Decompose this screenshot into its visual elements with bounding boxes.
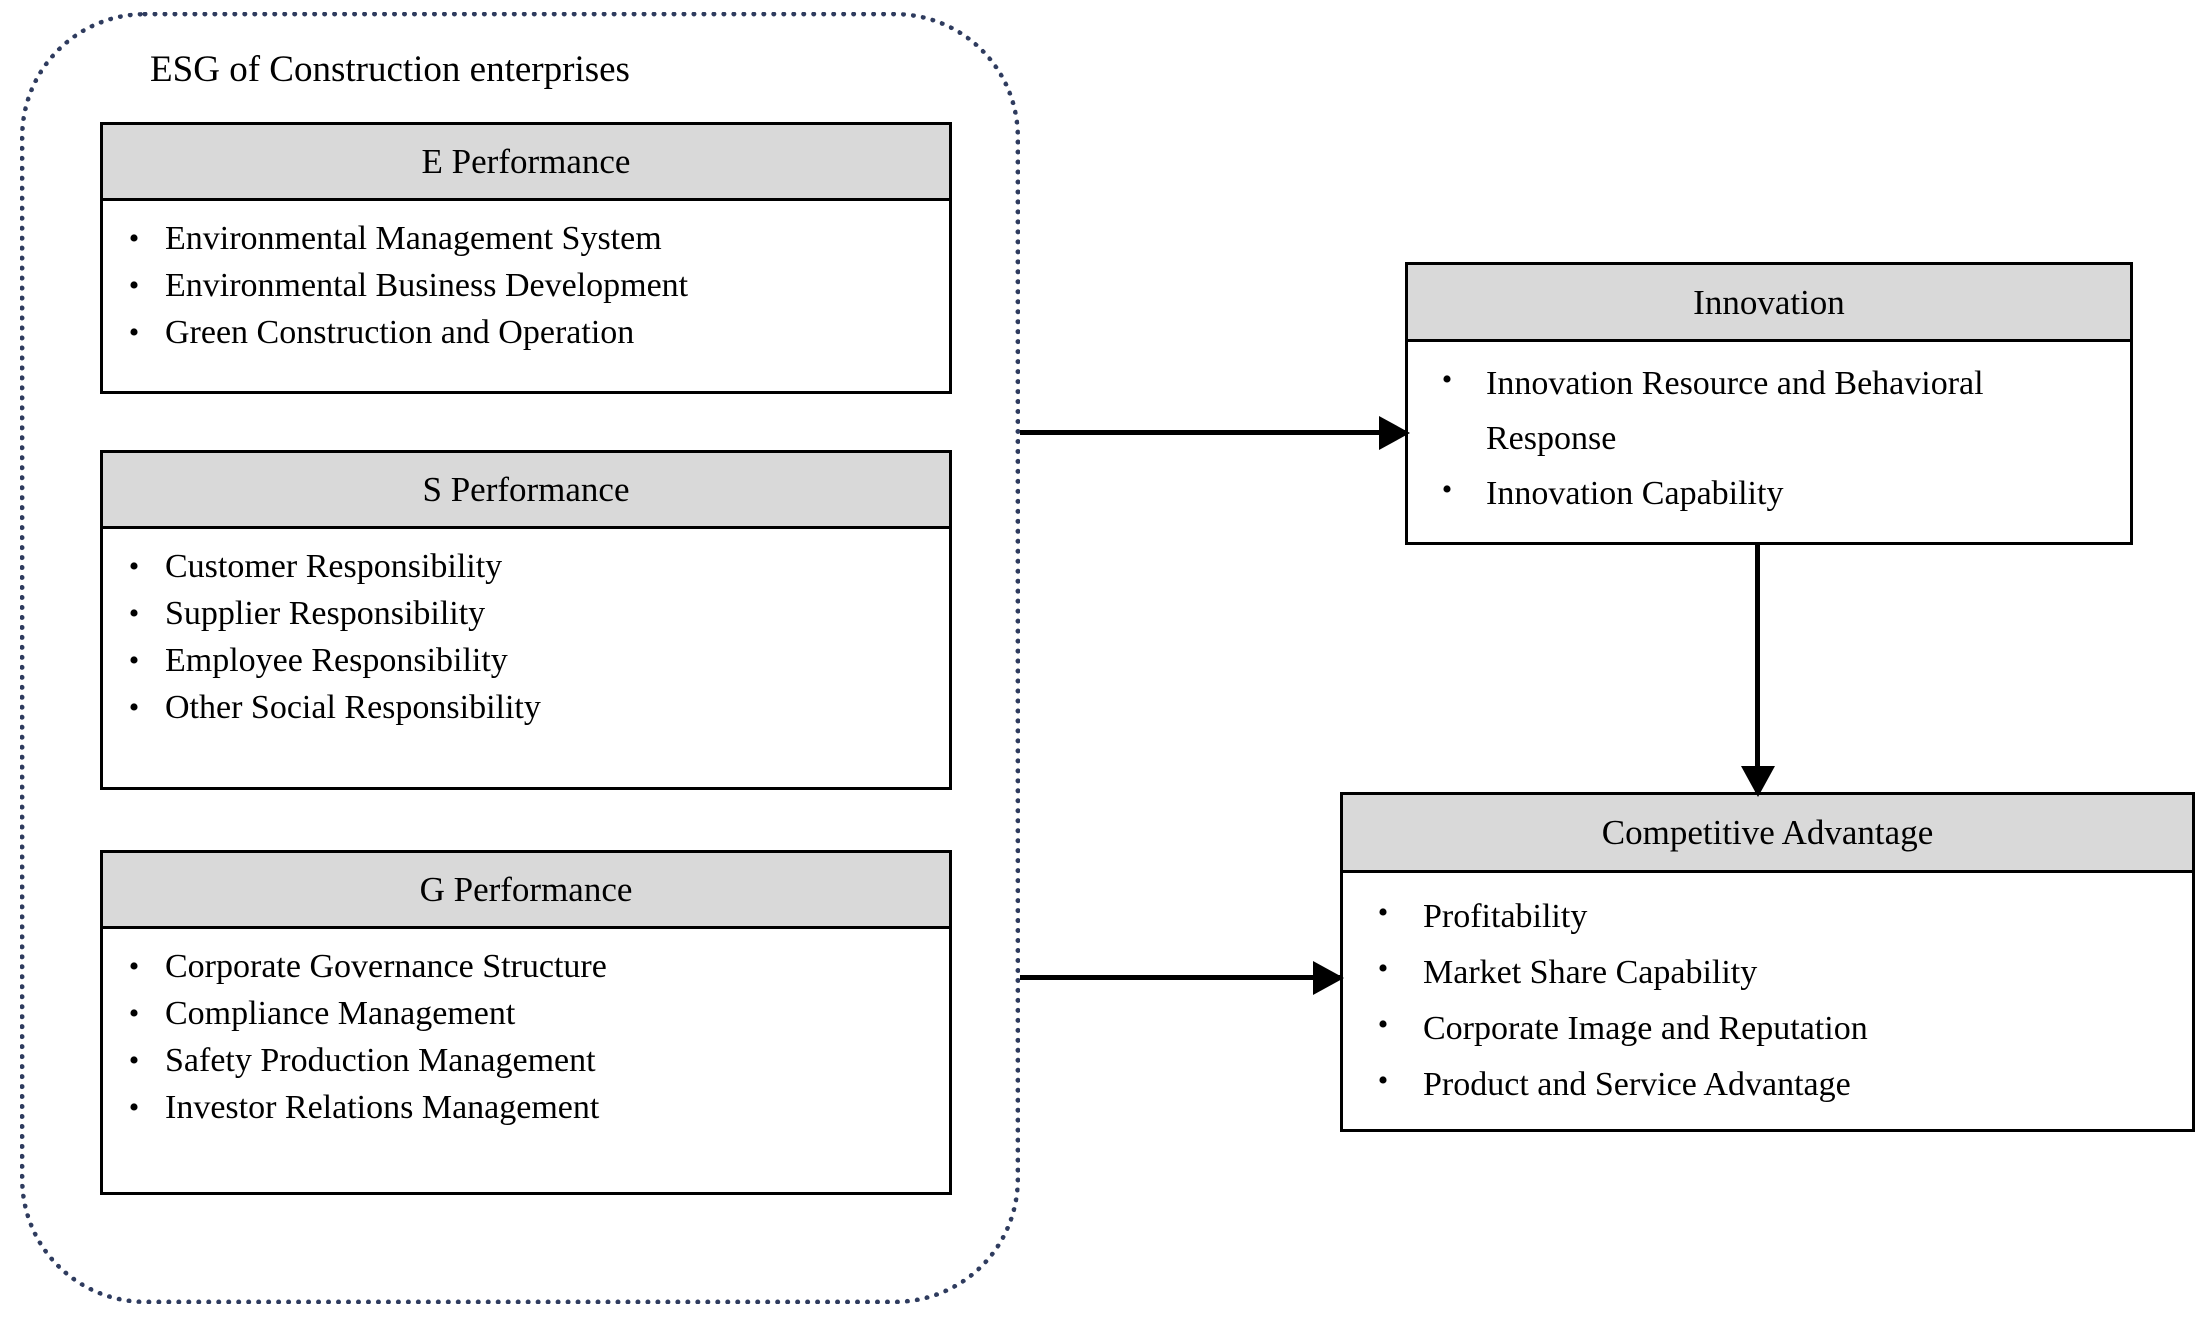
panel-g-performance-title: G Performance <box>103 853 949 929</box>
list-item: • Supplier Responsibility <box>103 590 949 637</box>
list-item-label: Innovation Capability <box>1486 475 1784 512</box>
bullet-icon: • <box>1441 363 1453 396</box>
list-item-label: Corporate Governance Structure <box>165 948 607 985</box>
panel-competitive-advantage: Competitive Advantage • Profitability • … <box>1340 792 2195 1132</box>
list-item-label: Supplier Responsibility <box>165 595 486 632</box>
bullet-icon: • <box>128 597 140 630</box>
bullet-icon: • <box>128 269 140 302</box>
bullet-icon: • <box>128 1091 140 1124</box>
panel-competitive-advantage-title: Competitive Advantage <box>1343 795 2192 873</box>
list-item: • Compliance Management <box>103 990 949 1037</box>
bullet-icon: • <box>128 691 140 724</box>
list-item: • Other Social Responsibility <box>103 684 949 731</box>
panel-e-performance: E Performance • Environmental Management… <box>100 122 952 394</box>
list-item: • Safety Production Management <box>103 1037 949 1084</box>
list-item-label: Employee Responsibility <box>165 642 508 679</box>
panel-innovation-body: • Innovation Resource and Behavioral Res… <box>1408 342 2130 535</box>
list-item-label: Customer Responsibility <box>165 548 503 585</box>
list-item: • Environmental Management System <box>103 215 949 262</box>
list-item-label: Environmental Management System <box>165 220 662 257</box>
panel-g-performance: G Performance • Corporate Governance Str… <box>100 850 952 1195</box>
bullet-icon: • <box>1377 1064 1389 1097</box>
bullet-icon: • <box>128 997 140 1030</box>
list-item: • Customer Responsibility <box>103 543 949 590</box>
panel-g-performance-body: • Corporate Governance Structure • Compl… <box>103 929 949 1145</box>
list-item-label: Corporate Image and Reputation <box>1423 1010 1868 1047</box>
list-item-label: Other Social Responsibility <box>165 689 541 726</box>
panel-competitive-advantage-body: • Profitability • Market Share Capabilit… <box>1343 873 2192 1127</box>
bullet-icon: • <box>1377 1008 1389 1041</box>
bullet-icon: • <box>1377 896 1389 929</box>
list-item-label: Innovation Resource and Behavioral Respo… <box>1486 365 1984 457</box>
list-item: • Corporate Governance Structure <box>103 943 949 990</box>
bullet-icon: • <box>128 644 140 677</box>
bullet-icon: • <box>1377 952 1389 985</box>
panel-s-performance-body: • Customer Responsibility • Supplier Res… <box>103 529 949 745</box>
list-item-label: Green Construction and Operation <box>165 314 635 351</box>
arrow-esg-to-innovation <box>1020 430 1408 435</box>
bullet-icon: • <box>128 222 140 255</box>
list-item: • Employee Responsibility <box>103 637 949 684</box>
panel-innovation: Innovation • Innovation Resource and Beh… <box>1405 262 2133 545</box>
list-item: • Green Construction and Operation <box>103 309 949 356</box>
list-item: • Profitability <box>1343 889 2192 945</box>
list-item: • Environmental Business Development <box>103 262 949 309</box>
list-item-label: Market Share Capability <box>1423 954 1758 991</box>
arrow-esg-to-competitive-advantage <box>1020 975 1342 980</box>
bullet-icon: • <box>128 316 140 349</box>
list-item-label: Profitability <box>1423 898 1588 935</box>
panel-s-performance-title: S Performance <box>103 453 949 529</box>
esg-group-title: ESG of Construction enterprises <box>150 49 630 90</box>
arrow-innovation-to-competitive-advantage <box>1755 545 1760 795</box>
list-item: • Corporate Image and Reputation <box>1343 1001 2192 1057</box>
bullet-icon: • <box>128 1044 140 1077</box>
panel-e-performance-body: • Environmental Management System • Envi… <box>103 201 949 370</box>
list-item: • Innovation Capability <box>1408 466 2130 521</box>
list-item-label: Investor Relations Management <box>165 1089 600 1126</box>
panel-e-performance-title: E Performance <box>103 125 949 201</box>
list-item: • Market Share Capability <box>1343 945 2192 1001</box>
list-item: • Innovation Resource and Behavioral Res… <box>1408 356 2130 466</box>
list-item: • Investor Relations Management <box>103 1084 949 1131</box>
list-item-label: Environmental Business Development <box>165 267 689 304</box>
list-item-label: Safety Production Management <box>165 1042 596 1079</box>
list-item: • Product and Service Advantage <box>1343 1057 2192 1113</box>
bullet-icon: • <box>1441 473 1453 506</box>
list-item-label: Product and Service Advantage <box>1423 1066 1851 1103</box>
panel-innovation-title: Innovation <box>1408 265 2130 342</box>
bullet-icon: • <box>128 950 140 983</box>
panel-s-performance: S Performance • Customer Responsibility … <box>100 450 952 790</box>
list-item-label: Compliance Management <box>165 995 516 1032</box>
bullet-icon: • <box>128 550 140 583</box>
